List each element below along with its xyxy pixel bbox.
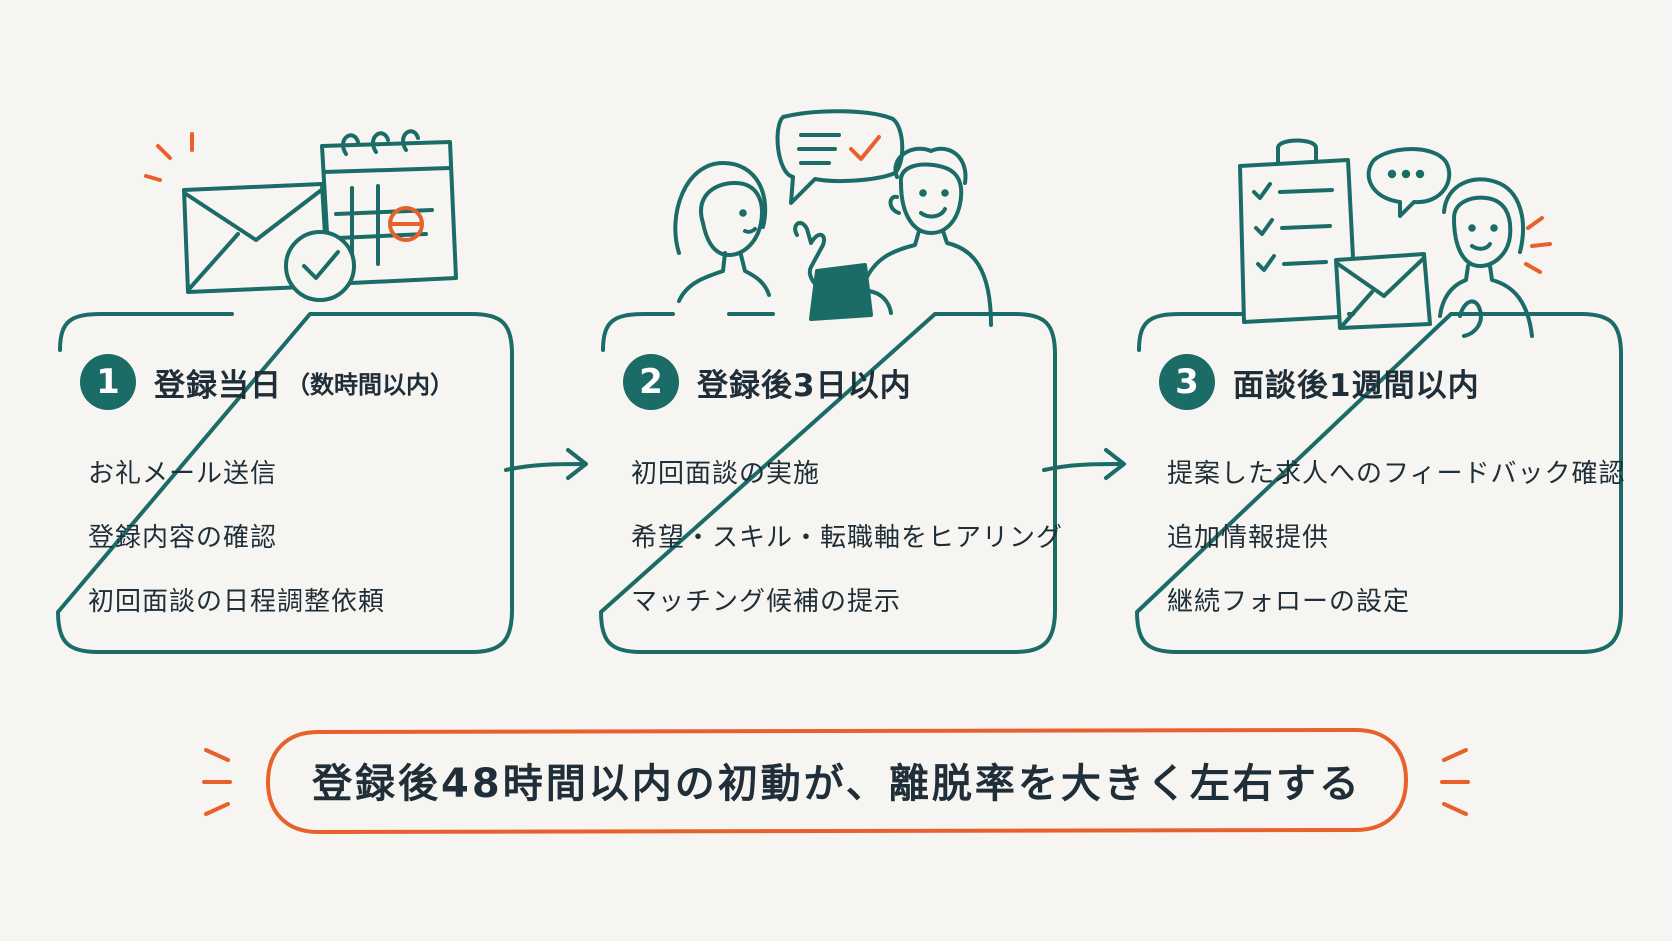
check-circle-icon — [284, 230, 356, 302]
card-header: 1 登録当日 （数時間以内） — [80, 354, 454, 410]
speech-bubble-check-icon — [775, 109, 905, 205]
step3-illustration — [1238, 138, 1552, 338]
step2-illustration — [673, 109, 993, 327]
card-header: 3 面談後1週間以内 — [1159, 354, 1480, 410]
card-border — [56, 312, 514, 654]
card-header: 2 登録後3日以内 — [623, 354, 912, 410]
sparkle-lines-icon — [144, 132, 194, 182]
step-title: 面談後1週間以内 — [1233, 367, 1480, 404]
chat-bubble-icon — [1366, 147, 1452, 218]
card-border — [599, 312, 1057, 654]
step-title: 登録当日 — [154, 367, 282, 404]
conclusion-border — [266, 728, 1408, 834]
step-card-3: 3 面談後1週間以内 提案した求人へのフィードバック確認 追加情報提供 継続フォ… — [1133, 310, 1625, 658]
step-number-badge: 1 — [80, 354, 136, 410]
step-item: 初回面談の実施 — [631, 459, 821, 489]
step-item: 追加情報提供 — [1167, 523, 1330, 553]
step-item: お礼メール送信 — [88, 459, 278, 489]
conclusion-banner: 登録後48時間以内の初動が、離脱率を大きく左右する — [264, 726, 1410, 834]
step1-illustration — [144, 129, 458, 302]
step-card-1: 1 登録当日 （数時間以内） お礼メール送信 登録内容の確認 初回面談の日程調整… — [54, 310, 516, 658]
woman-icon — [673, 161, 771, 303]
arrow-right-icon — [504, 448, 588, 480]
step-item: 提案した求人へのフィードバック確認 — [1167, 459, 1626, 489]
step-number-badge: 2 — [623, 354, 679, 410]
step-items: 提案した求人へのフィードバック確認 追加情報提供 継続フォローの設定 — [1167, 442, 1625, 634]
woman-icon — [1438, 177, 1534, 338]
step-item: 継続フォローの設定 — [1167, 587, 1411, 617]
sparkle-lines-icon — [202, 748, 232, 816]
step-items: お礼メール送信 登録内容の確認 初回面談の日程調整依頼 — [88, 442, 385, 634]
envelope-icon — [1334, 252, 1432, 330]
step-title: 登録後3日以内 — [697, 367, 912, 404]
step-item: 希望・スキル・転職軸をヒアリング — [631, 523, 1064, 553]
arrow-right-icon — [1042, 448, 1126, 480]
conclusion-text: 登録後48時間以内の初動が、離脱率を大きく左右する — [312, 761, 1362, 807]
step-item: 初回面談の日程調整依頼 — [88, 587, 386, 617]
step-items: 初回面談の実施 希望・スキル・転職軸をヒアリング マッチング候補の提示 — [631, 442, 1063, 634]
step-item: マッチング候補の提示 — [631, 587, 902, 617]
step-number-badge: 3 — [1159, 354, 1215, 410]
step-title-note: （数時間以内） — [286, 370, 454, 399]
man-with-tablet-icon — [793, 146, 993, 327]
step-item: 登録内容の確認 — [88, 523, 278, 553]
sparkle-lines-icon — [1524, 216, 1552, 274]
sparkle-lines-icon — [1440, 748, 1470, 816]
step-card-2: 2 登録後3日以内 初回面談の実施 希望・スキル・転職軸をヒアリング マッチング… — [597, 310, 1062, 658]
card-border — [1135, 312, 1623, 654]
